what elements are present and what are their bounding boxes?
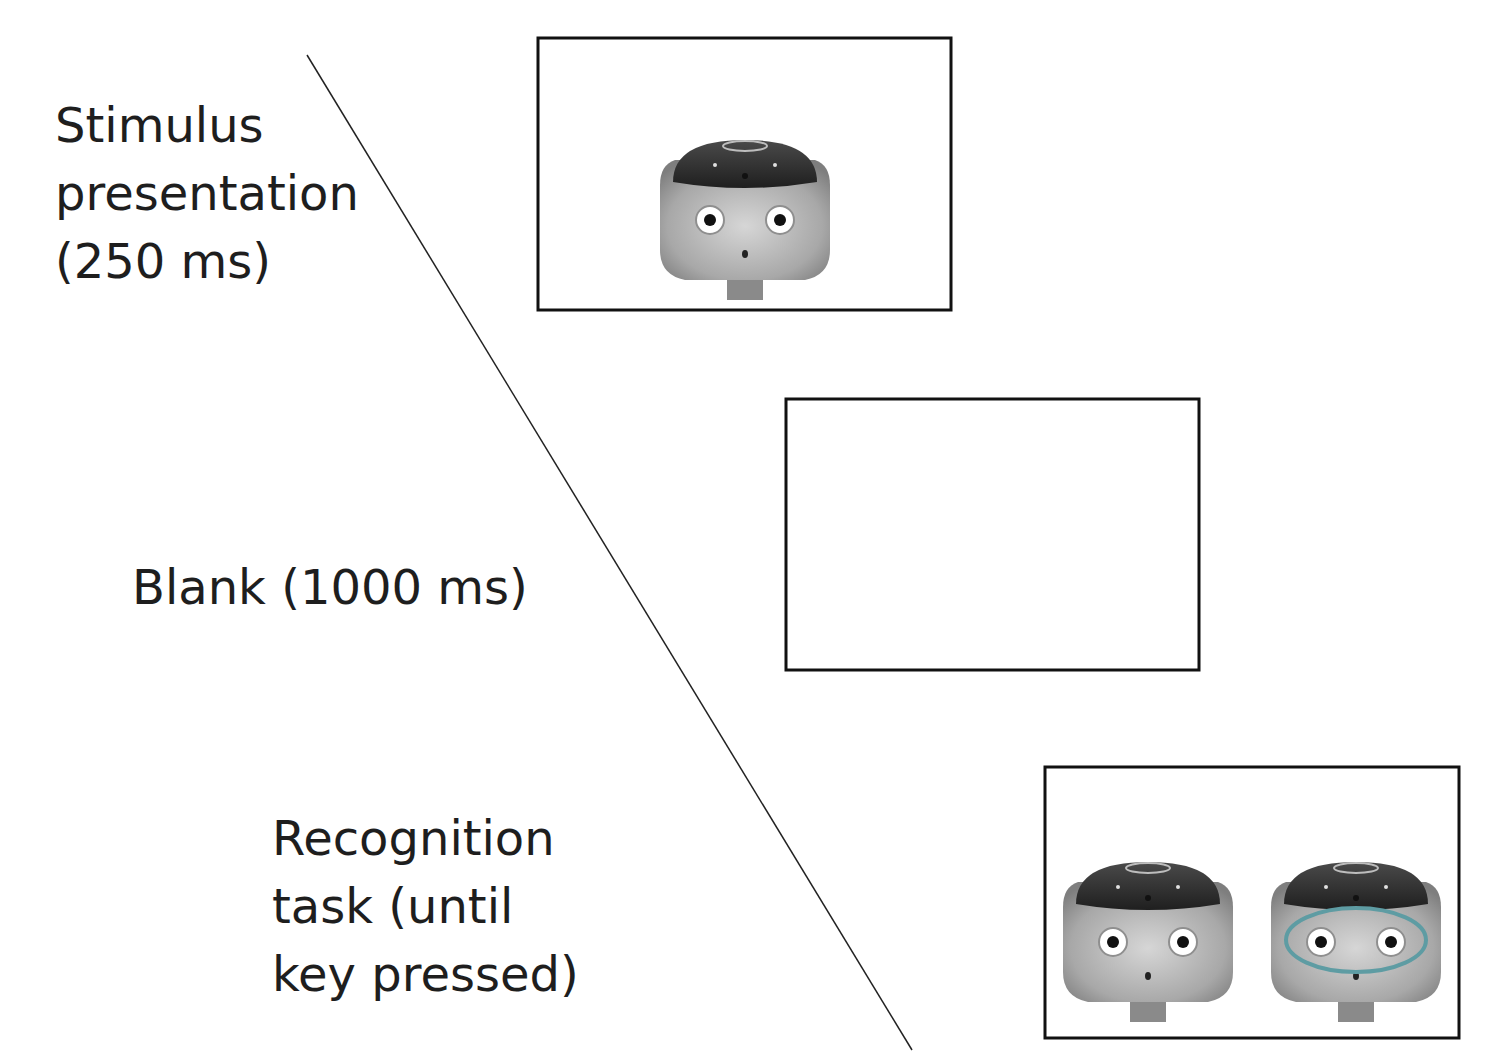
phase-label: Stimulus presentation (250 ms) [55, 91, 435, 295]
robot-face [1063, 862, 1233, 1022]
phase-label-text: Blank (1000 ms) [132, 559, 528, 615]
phase-label-text: Recognition task (until key pressed) [272, 810, 579, 1002]
phase-label: Recognition task (until key pressed) [272, 804, 602, 1008]
phase-label-text: Stimulus presentation (250 ms) [55, 97, 359, 289]
highlight-ellipse [1286, 908, 1426, 972]
screen-frame [786, 399, 1199, 670]
phase-label: Blank (1000 ms) [132, 553, 592, 621]
robot-face [1271, 862, 1441, 1022]
robot-face [660, 140, 830, 300]
screen-frame [1045, 767, 1459, 1038]
screen-frame [538, 38, 951, 310]
